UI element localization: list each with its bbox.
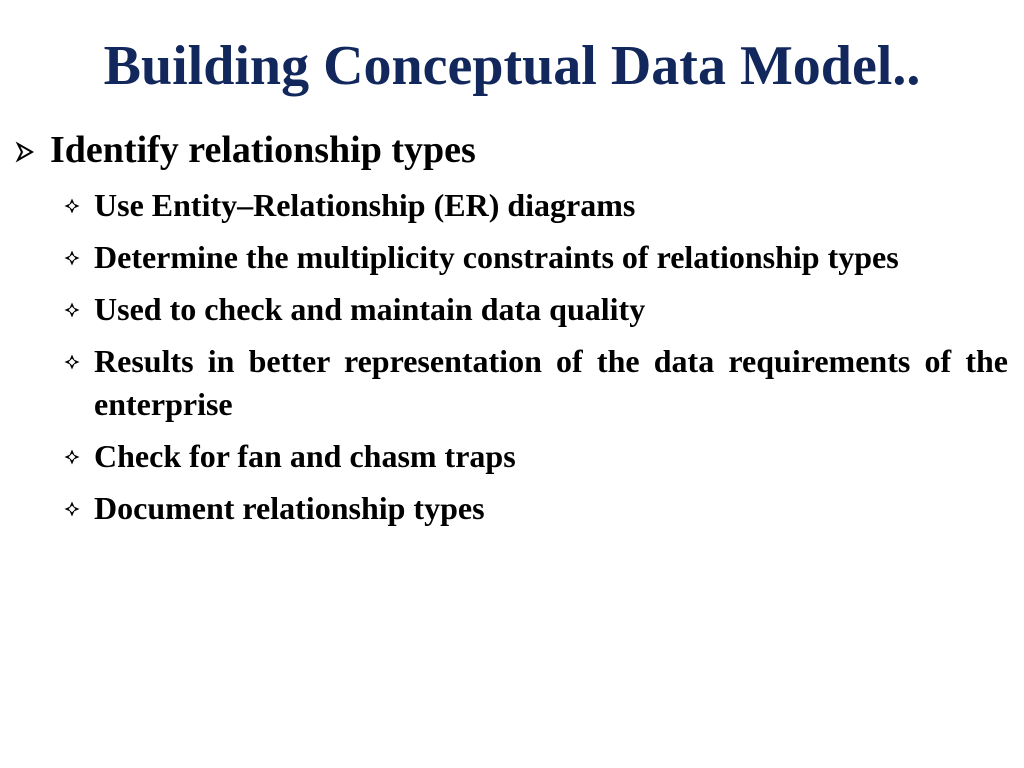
sub-bullet-item: Use Entity–Relationship (ER) diagrams	[64, 184, 1008, 227]
diamond-bullet-icon	[64, 501, 80, 517]
sub-bullet-item: Check for fan and chasm traps	[64, 435, 1008, 478]
sub-bullet-item: Determine the multiplicity constraints o…	[64, 236, 1008, 279]
sub-bullet-text: Document relationship types	[94, 490, 485, 526]
diamond-bullet-icon	[64, 449, 80, 465]
sub-bullet-item: Results in better representation of the …	[64, 340, 1008, 426]
slide-title: Building Conceptual Data Model..	[103, 35, 921, 97]
sub-bullet-text: Used to check and maintain data quality	[94, 291, 646, 327]
main-bullet-text: Identify relationship types	[50, 129, 476, 171]
sub-bullet-text: Results in better representation of the …	[94, 343, 1008, 422]
sub-bullet-text: Check for fan and chasm traps	[94, 438, 516, 474]
diamond-bullet-icon	[64, 198, 80, 214]
sub-bullet-text: Use Entity–Relationship (ER) diagrams	[94, 187, 636, 223]
sub-bullet-text: Determine the multiplicity constraints o…	[94, 239, 899, 275]
sub-bullet-item: Used to check and maintain data quality	[64, 288, 1008, 331]
sub-bullet-item: Document relationship types	[64, 487, 1008, 530]
diamond-bullet-icon	[64, 250, 80, 266]
arrow-bullet-icon	[15, 141, 35, 163]
diamond-bullet-icon	[64, 354, 80, 370]
sub-bullet-list: Use Entity–Relationship (ER) diagrams De…	[64, 184, 1008, 539]
main-bullet-point: Identify relationship types	[14, 126, 1004, 174]
diamond-bullet-icon	[64, 302, 80, 318]
